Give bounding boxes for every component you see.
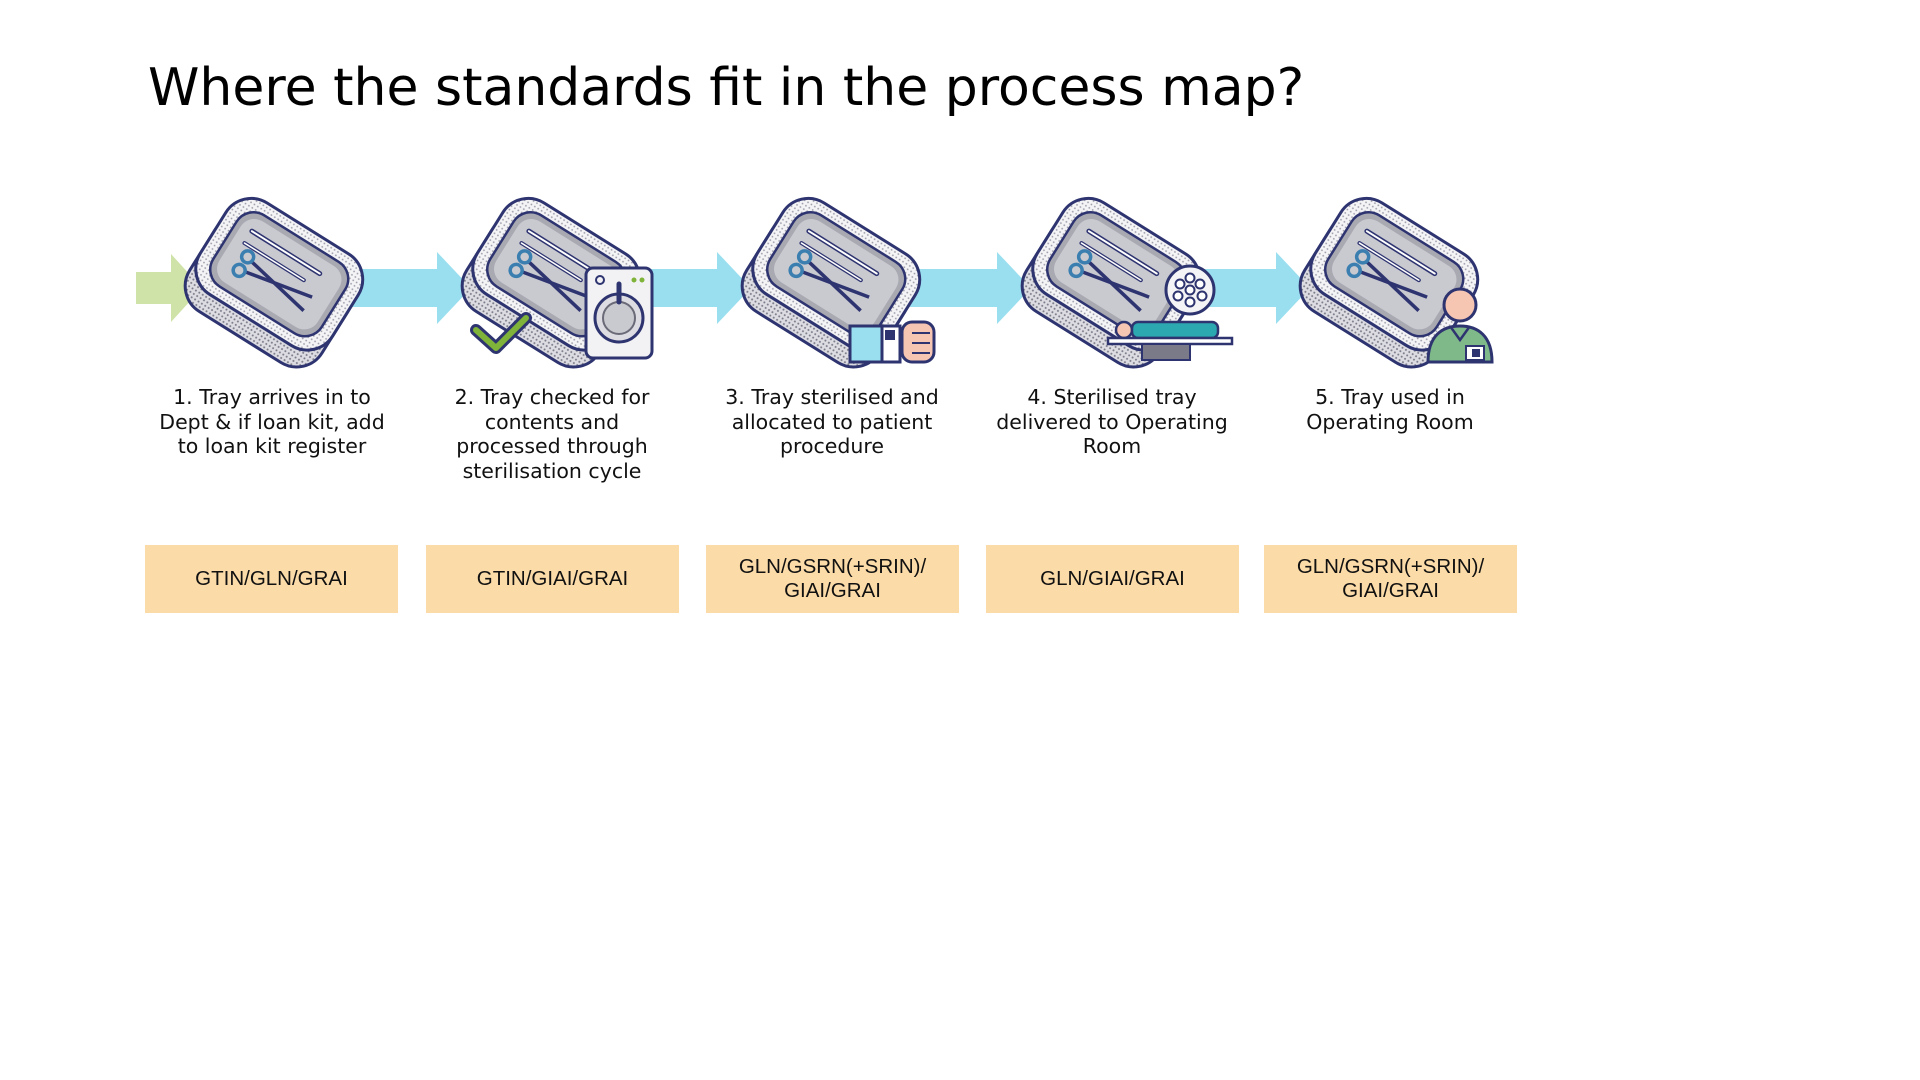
- standards-text-1: GTIN/GLN/GRAI: [195, 567, 348, 590]
- standards-text-3: GLN/GSRN(+SRIN)/ GIAI/GRAI: [738, 555, 927, 602]
- standards-text-5: GLN/GSRN(+SRIN)/ GIAI/GRAI: [1296, 555, 1485, 602]
- step-3-label: 3. Tray sterilised and allocated to pati…: [725, 385, 939, 458]
- standards-box-3: GLN/GSRN(+SRIN)/ GIAI/GRAI: [706, 545, 959, 613]
- step-2-label: 2. Tray checked for contents and process…: [454, 385, 650, 483]
- tray-icon-3: [740, 196, 922, 369]
- page-title: Where the standards fit in the process m…: [148, 58, 1305, 118]
- standards-box-5: GLN/GSRN(+SRIN)/ GIAI/GRAI: [1264, 545, 1517, 613]
- standards-box-2: GTIN/GIAI/GRAI: [426, 545, 679, 613]
- flow-arrow-1: [345, 252, 471, 324]
- tray-icon-5: [1298, 196, 1480, 369]
- step-1-label: 1. Tray arrives in to Dept & if loan kit…: [159, 385, 385, 458]
- standards-box-4: GLN/GIAI/GRAI: [986, 545, 1239, 613]
- patient-wristband-icon: [848, 320, 936, 364]
- start-arrow: [136, 254, 202, 322]
- standards-text-2: GTIN/GIAI/GRAI: [476, 567, 629, 590]
- flow-arrow-2: [620, 252, 751, 324]
- checkmark-icon-fill: [473, 315, 529, 351]
- tray-icon-4: [1020, 196, 1202, 369]
- standards-text-4: GLN/GIAI/GRAI: [1040, 567, 1185, 590]
- operating-light-icon: [1164, 264, 1216, 316]
- tray-icon-1: [183, 196, 365, 369]
- checkmark-icon: [470, 312, 532, 354]
- sterilizer-machine-icon: [584, 266, 654, 360]
- step-4-label: 4. Sterilised tray delivered to Operatin…: [996, 385, 1228, 458]
- step-5-label: 5. Tray used in Operating Room: [1306, 385, 1474, 434]
- flow-arrow-3: [900, 252, 1031, 324]
- operating-table-icon: [1106, 320, 1234, 361]
- tray-icon-2: [460, 196, 642, 369]
- flow-arrow-4: [1180, 252, 1310, 324]
- standards-box-1: GTIN/GLN/GRAI: [145, 545, 398, 613]
- clinician-icon: [1426, 287, 1494, 364]
